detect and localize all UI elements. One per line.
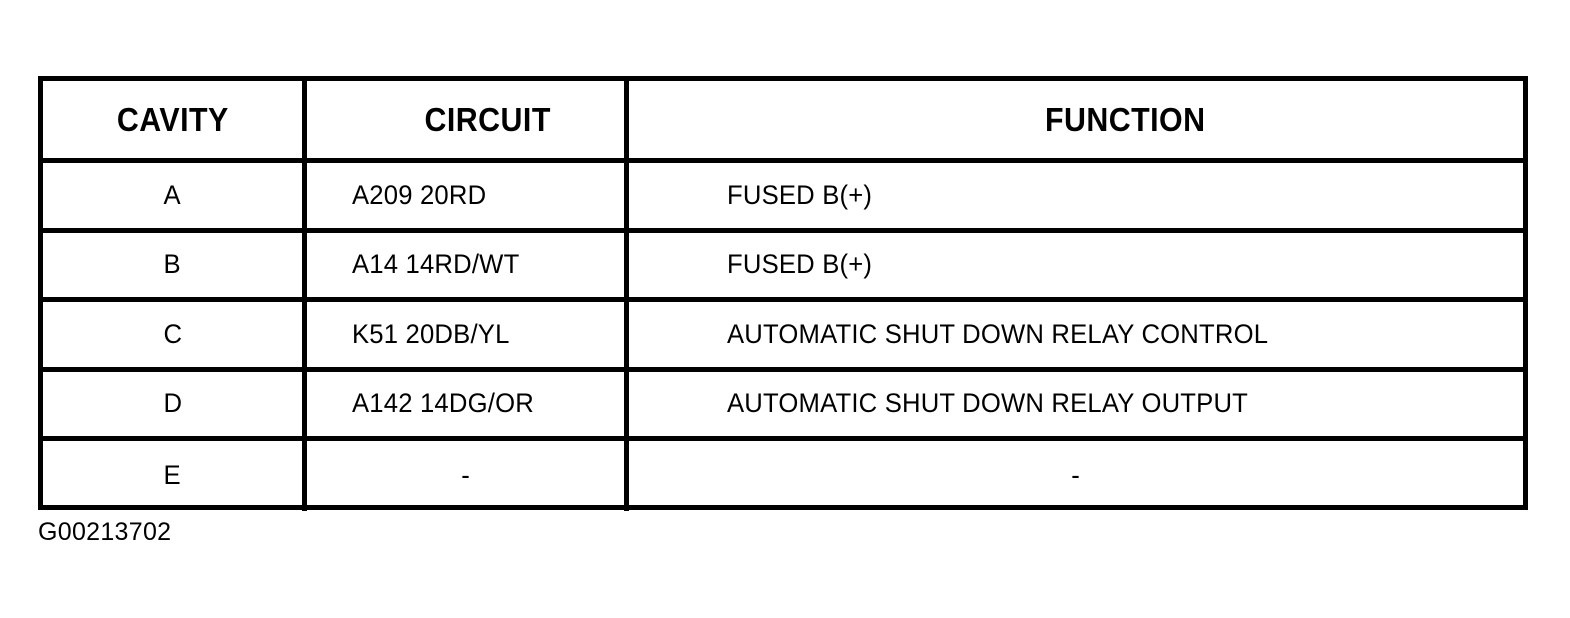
table-row: E - - <box>43 441 1523 511</box>
cell-circuit: K51 20DB/YL <box>307 302 629 367</box>
cell-function: FUSED B(+) <box>629 233 1523 298</box>
pinout-table: CAVITY CIRCUIT FUNCTION A A209 20RD FUSE… <box>38 76 1528 511</box>
cell-function: FUSED B(+) <box>629 163 1523 228</box>
circuit-value: A14 14RD/WT <box>352 249 520 280</box>
circuit-value: - <box>461 460 470 491</box>
column-header-cavity: CAVITY <box>43 81 307 158</box>
figure-caption: G00213702 <box>38 518 172 546</box>
circuit-value: A209 20RD <box>352 179 487 210</box>
cell-circuit: A14 14RD/WT <box>307 232 629 297</box>
cell-function: AUTOMATIC SHUT DOWN RELAY CONTROL <box>629 302 1523 367</box>
column-header-circuit: CIRCUIT <box>307 81 629 158</box>
cell-cavity: C <box>43 302 307 367</box>
cell-function: - <box>629 441 1523 511</box>
cell-circuit: A142 14DG/OR <box>307 371 629 436</box>
circuit-value: K51 20DB/YL <box>352 318 510 349</box>
circuit-value: A142 14DG/OR <box>352 388 534 419</box>
table-row: A A209 20RD FUSED B(+) <box>43 163 1523 233</box>
cell-cavity: D <box>43 371 307 436</box>
column-header-circuit-label: CIRCUIT <box>424 100 552 138</box>
function-value: - <box>1071 460 1081 491</box>
function-value: FUSED B(+) <box>727 179 873 210</box>
cell-circuit: - <box>307 441 629 511</box>
function-value: AUTOMATIC SHUT DOWN RELAY CONTROL <box>727 318 1269 349</box>
cell-circuit: A209 20RD <box>307 163 629 228</box>
cell-function: AUTOMATIC SHUT DOWN RELAY OUTPUT <box>629 372 1523 437</box>
table-row: B A14 14RD/WT FUSED B(+) <box>43 232 1523 302</box>
cavity-value: D <box>163 388 182 419</box>
cavity-value: B <box>163 249 182 280</box>
column-header-function-label: FUNCTION <box>1044 100 1206 138</box>
table-row: C K51 20DB/YL AUTOMATIC SHUT DOWN RELAY … <box>43 302 1523 372</box>
cavity-value: E <box>163 460 182 491</box>
function-value: FUSED B(+) <box>727 249 873 280</box>
function-value: AUTOMATIC SHUT DOWN RELAY OUTPUT <box>727 388 1249 419</box>
cell-cavity: B <box>43 232 307 297</box>
column-header-cavity-label: CAVITY <box>116 100 229 138</box>
cell-cavity: E <box>43 441 307 511</box>
cell-cavity: A <box>43 163 307 228</box>
column-header-function: FUNCTION <box>629 81 1523 158</box>
table-header-row: CAVITY CIRCUIT FUNCTION <box>43 81 1523 163</box>
table-row: D A142 14DG/OR AUTOMATIC SHUT DOWN RELAY… <box>43 371 1523 441</box>
cavity-value: A <box>163 179 182 210</box>
cavity-value: C <box>163 318 182 349</box>
